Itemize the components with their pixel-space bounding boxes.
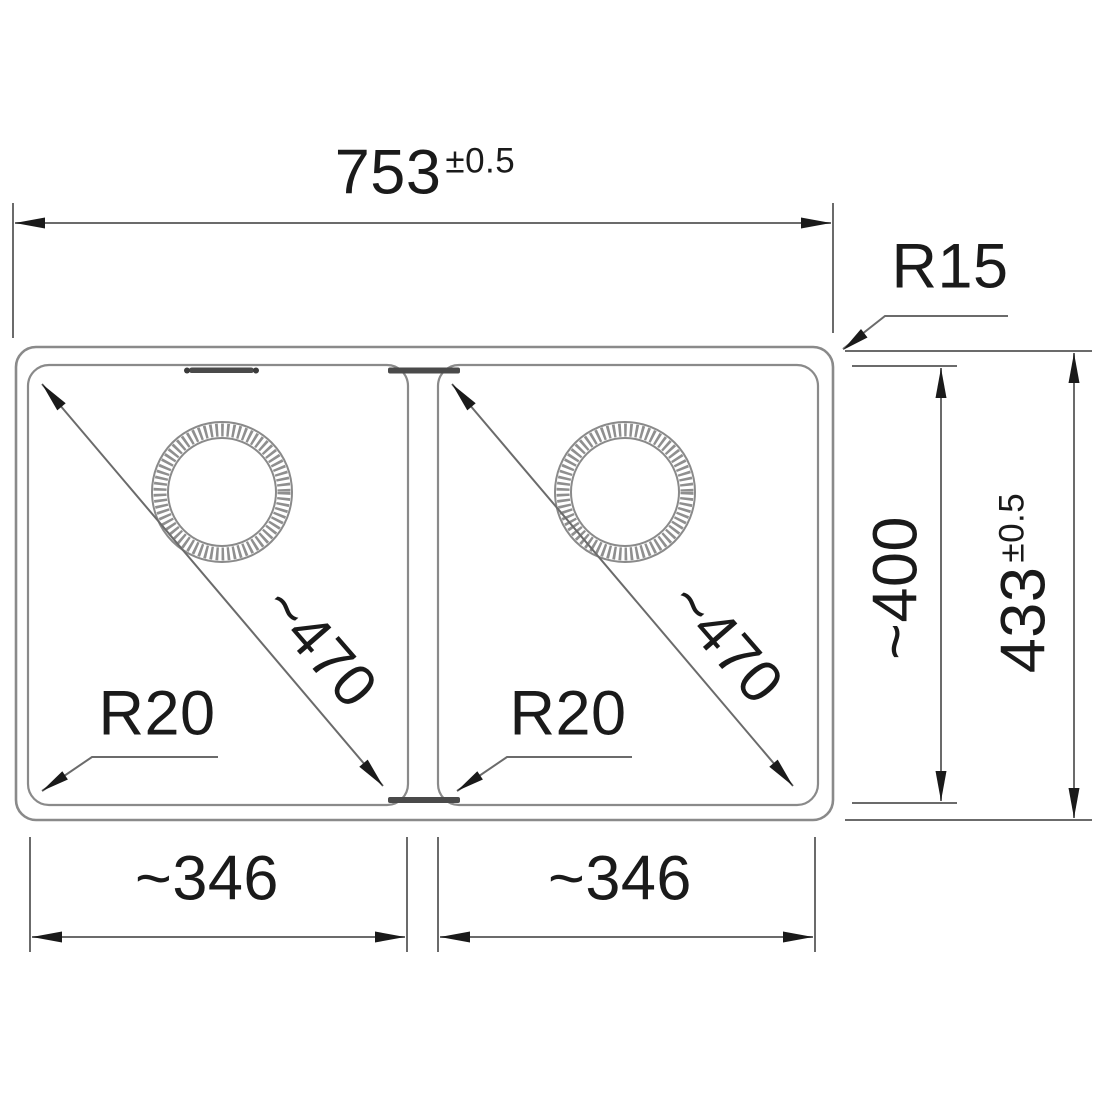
right-drain-ring [554, 421, 696, 563]
overall-width-tolerance: ±0.5 [445, 141, 516, 181]
right-bowl-outline [436, 363, 820, 807]
outer-corner-radius-label: R15 [891, 231, 1009, 302]
overall-width-value: 753 [334, 137, 442, 208]
divider-detail-bars [388, 367, 460, 803]
dimension-lines [12, 203, 1092, 952]
left-drain-ring [151, 421, 293, 563]
right-bowl-corner-radius-label: R20 [509, 678, 627, 749]
right-bowl-width-label: ~346 [548, 843, 692, 914]
r20L-leader [41, 756, 218, 792]
overall-width-dimension-label: 753 ±0.5 [334, 137, 516, 208]
r15-leader [842, 315, 1008, 350]
left-bowl-width-label: ~346 [135, 843, 279, 914]
overall-depth-dimension-label: 433 ±0.5 [988, 492, 1059, 674]
arrowheads [15, 217, 1080, 943]
r20R-leader [456, 756, 632, 792]
sink-bowls [26, 363, 820, 807]
left-bowl-corner-radius-label: R20 [98, 678, 216, 749]
sink-outer-rim [14, 345, 835, 822]
left-bowl-outline [26, 363, 410, 807]
overall-depth-tolerance: ±0.5 [992, 492, 1032, 563]
dim-470L-line [41, 383, 384, 787]
bowl-inner-depth-label: ~400 [860, 516, 931, 660]
overall-depth-value: 433 [988, 566, 1059, 674]
dim-470R-line [451, 383, 794, 787]
overflow-slot [184, 367, 259, 374]
